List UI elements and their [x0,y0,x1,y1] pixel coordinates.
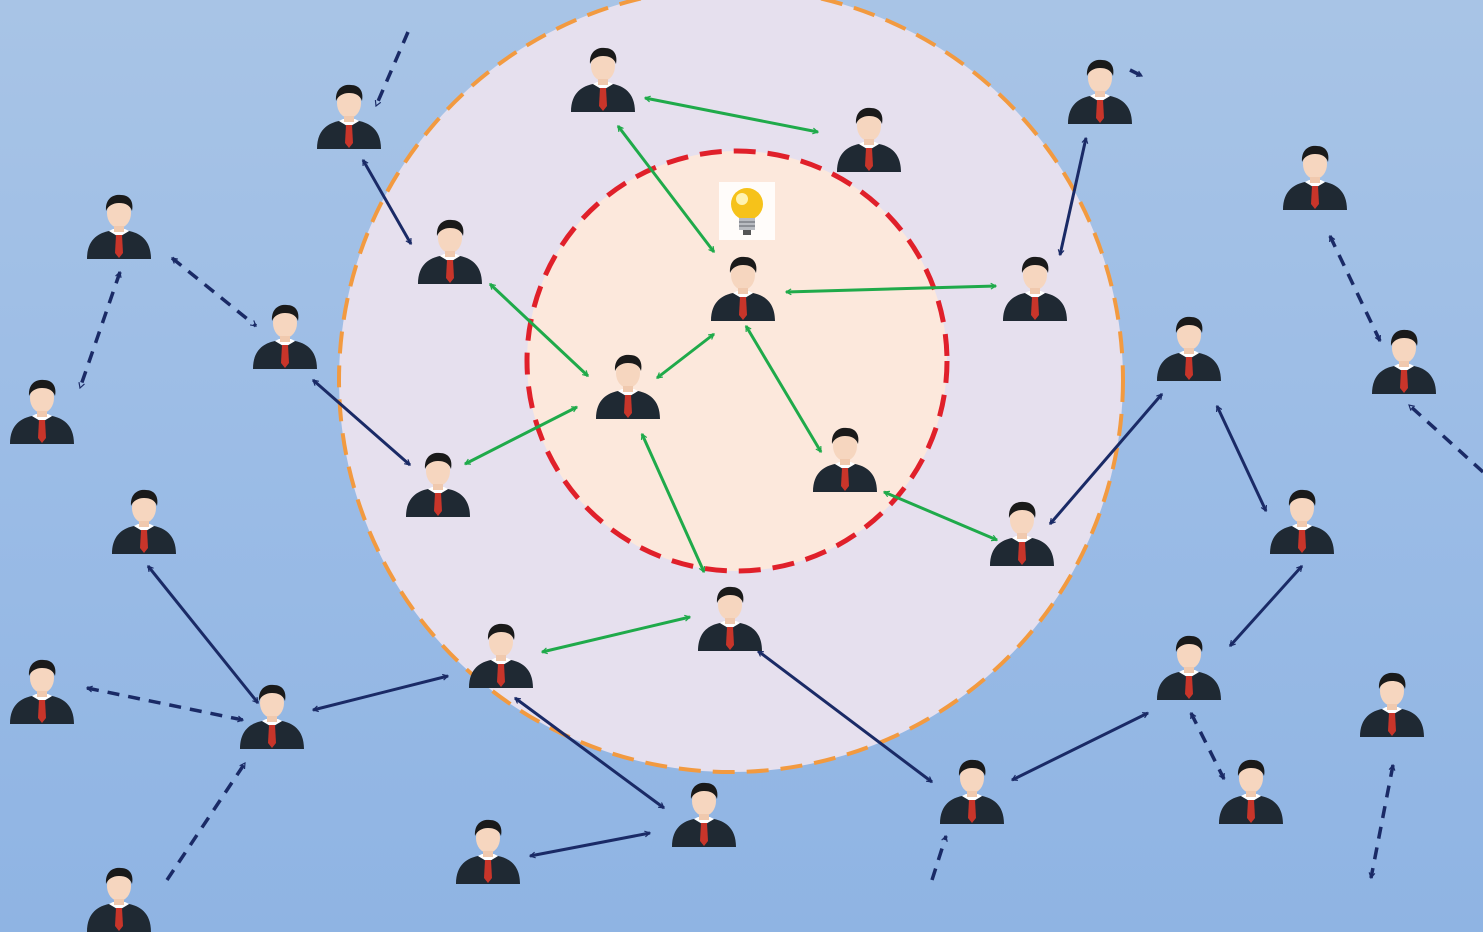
link [1060,138,1086,255]
person-icon [1270,489,1334,554]
person-icon [1360,672,1424,737]
link [640,434,706,572]
link [758,649,932,784]
link [165,763,247,881]
link [530,833,650,856]
link [1328,236,1382,341]
link [170,256,258,328]
person-icon [1068,59,1132,124]
person-icon [1219,759,1283,824]
link [465,405,577,466]
link [1371,765,1393,878]
person-icon [672,782,736,847]
link [1048,393,1164,525]
person-icon [112,489,176,554]
link [1228,564,1304,648]
link [361,160,413,244]
link [930,836,946,881]
link [1189,713,1226,779]
core-links [465,98,997,652]
link [374,31,410,106]
person-icon [317,84,381,149]
link [515,696,664,810]
link [1407,403,1483,474]
link [1012,711,1148,782]
link [146,565,260,704]
person-icon [1157,316,1221,381]
link [313,676,448,710]
link [884,490,997,542]
direct-links [146,138,1304,856]
person-icon [87,867,151,932]
link [645,98,818,132]
link [312,378,411,467]
link [744,326,823,452]
link [78,272,122,388]
link [87,688,243,720]
person-icon [10,659,74,724]
weak-links [78,31,1483,881]
link [786,286,996,292]
person-icon [87,194,151,259]
person-icon [1283,145,1347,210]
person-icon [456,819,520,884]
person-icon [253,304,317,369]
person-icon [10,379,74,444]
person-icon [940,759,1004,824]
link [488,282,590,378]
link [1129,68,1142,78]
link [542,617,690,652]
lightbulb-icon [719,182,775,240]
link [657,332,714,380]
link [616,126,716,252]
person-icon [1372,329,1436,394]
link [1215,406,1268,511]
person-icon [1157,635,1221,700]
